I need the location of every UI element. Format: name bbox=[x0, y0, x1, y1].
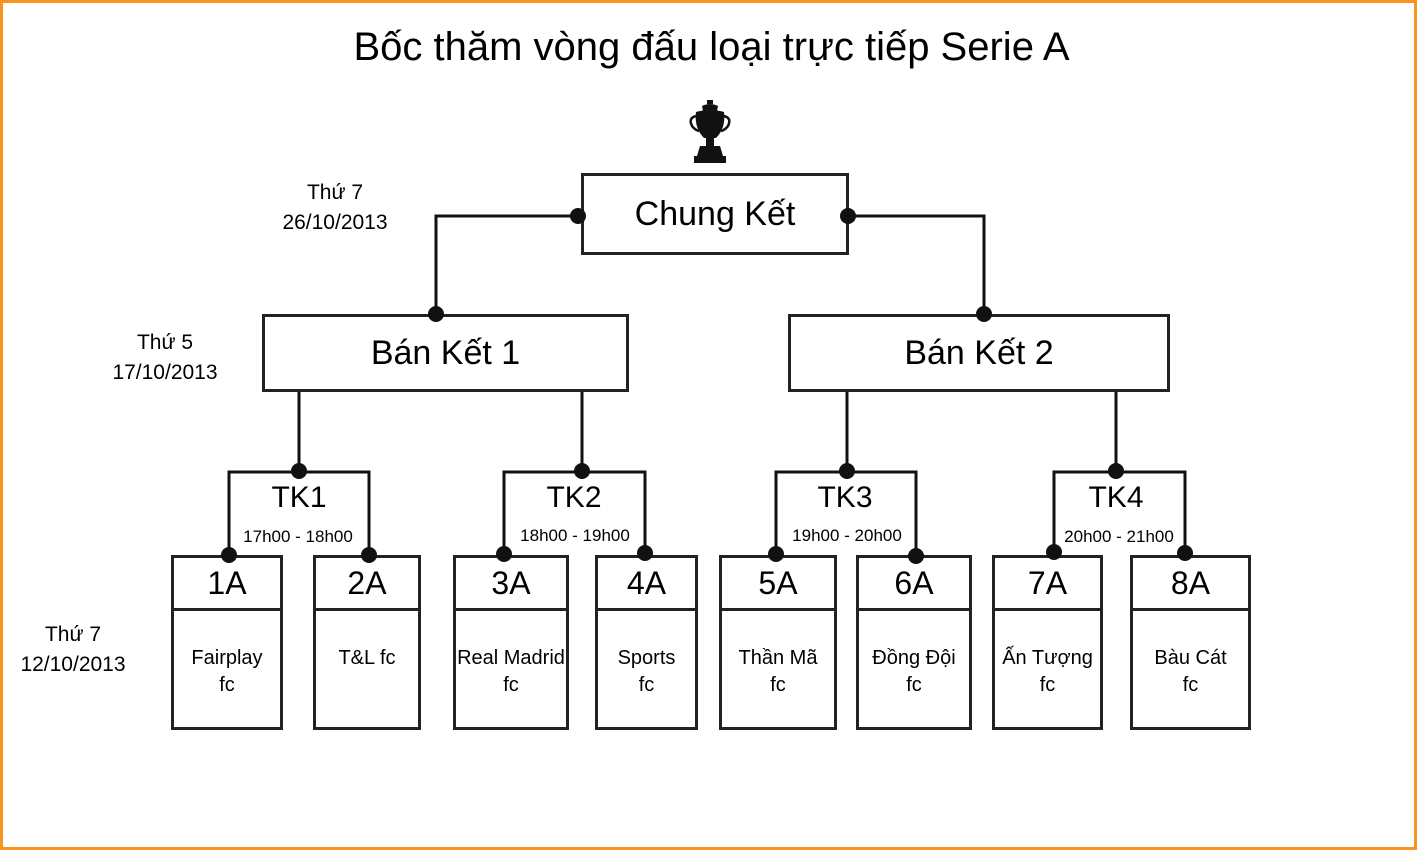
quarterfinal-1-time: 17h00 - 18h00 bbox=[243, 527, 353, 546]
connector-line bbox=[1052, 470, 1187, 555]
team-name-line: Real Madrid bbox=[457, 647, 565, 669]
connector-line bbox=[774, 470, 918, 555]
team-box-1a: 1A Fairplay fc bbox=[171, 555, 283, 730]
connector-dot bbox=[839, 463, 855, 479]
team-box-5a: 5A Thần Mã fc bbox=[719, 555, 837, 730]
round-day: Thứ 7 bbox=[44, 623, 102, 646]
semifinal-2-box: Bán Kết 2 bbox=[788, 314, 1170, 392]
semifinal-1-label: Bán Kết 1 bbox=[370, 333, 521, 372]
connector-dot bbox=[574, 463, 590, 479]
team-box-6a: 6A Đồng Đội fc bbox=[856, 555, 972, 730]
team-box-4a: 4A Sports fc bbox=[595, 555, 698, 730]
round-date: 17/10/2013 bbox=[112, 361, 218, 384]
connector-dot bbox=[570, 208, 586, 224]
team-name: Real Madrid fc bbox=[456, 611, 566, 699]
quarterfinal-3-time: 19h00 - 20h00 bbox=[792, 526, 902, 545]
team-name-line: Thần Mã bbox=[738, 647, 818, 669]
team-name: Thần Mã fc bbox=[722, 611, 834, 699]
quarterfinal-2-label: TK2 bbox=[546, 481, 602, 514]
team-name-line: fc bbox=[1182, 674, 1199, 696]
team-name-line: T&L fc bbox=[338, 647, 396, 669]
team-slot: 7A bbox=[995, 558, 1100, 611]
page-title: Bốc thăm vòng đấu loại trực tiếp Serie A bbox=[353, 25, 1070, 69]
round-date: 12/10/2013 bbox=[20, 653, 126, 676]
team-name-line: fc bbox=[906, 674, 922, 696]
quarterfinal-3-label: TK3 bbox=[817, 481, 873, 514]
team-name-line: fc bbox=[638, 674, 655, 696]
trophy-icon bbox=[689, 100, 731, 163]
connector-line bbox=[227, 470, 371, 555]
round-date-semifinal: Thứ 5 17/10/2013 bbox=[95, 328, 235, 388]
quarterfinal-4-time: 20h00 - 21h00 bbox=[1064, 527, 1174, 546]
final-label: Chung Kết bbox=[634, 194, 796, 233]
team-slot: 5A bbox=[722, 558, 834, 611]
quarterfinal-4-label: TK4 bbox=[1088, 481, 1144, 514]
team-name-line: fc bbox=[219, 674, 235, 696]
team-slot: 8A bbox=[1133, 558, 1248, 611]
team-slot: 4A bbox=[598, 558, 695, 611]
team-slot: 2A bbox=[316, 558, 418, 611]
team-name-line: Đồng Đội bbox=[872, 647, 956, 669]
connector-dot bbox=[291, 463, 307, 479]
connector-dot bbox=[496, 546, 512, 562]
team-name-line: fc bbox=[770, 674, 786, 696]
team-box-8a: 8A Bàu Cát fc bbox=[1130, 555, 1251, 730]
team-name-line: fc bbox=[503, 674, 519, 696]
round-date-final: Thứ 7 26/10/2013 bbox=[265, 178, 405, 238]
team-box-7a: 7A Ấn Tượng fc bbox=[992, 555, 1103, 730]
bracket-connectors bbox=[221, 208, 1193, 564]
connector-line bbox=[848, 214, 986, 316]
round-day: Thứ 5 bbox=[136, 331, 194, 354]
team-name-line: Sports bbox=[617, 647, 676, 669]
connector-dot bbox=[908, 548, 924, 564]
connector-dot bbox=[428, 306, 444, 322]
team-slot: 1A bbox=[174, 558, 280, 611]
connector-dot bbox=[1046, 544, 1062, 560]
team-name-line: fc bbox=[1039, 674, 1056, 696]
final-box: Chung Kết bbox=[581, 173, 849, 255]
team-slot: 3A bbox=[456, 558, 566, 611]
connector-dot bbox=[1108, 463, 1124, 479]
connector-dot bbox=[637, 545, 653, 561]
connector-line bbox=[502, 470, 647, 555]
quarterfinal-2-time: 18h00 - 19h00 bbox=[520, 526, 630, 545]
quarterfinal-1-label: TK1 bbox=[271, 481, 327, 514]
team-name: Fairplay fc bbox=[174, 611, 280, 699]
team-name-line: Bàu Cát bbox=[1154, 647, 1227, 669]
connector-dot bbox=[840, 208, 856, 224]
connector-dot bbox=[768, 546, 784, 562]
round-date: 26/10/2013 bbox=[282, 211, 388, 234]
connector-dot bbox=[1177, 545, 1193, 561]
team-box-2a: 2A T&L fc bbox=[313, 555, 421, 730]
connector-dot bbox=[976, 306, 992, 322]
semifinal-1-box: Bán Kết 1 bbox=[262, 314, 629, 392]
team-name: T&L fc bbox=[316, 611, 418, 672]
team-name: Ấn Tượng fc bbox=[995, 611, 1100, 699]
round-day: Thứ 7 bbox=[306, 181, 364, 204]
connector-line bbox=[434, 214, 578, 316]
round-date-quarterfinal: Thứ 7 12/10/2013 bbox=[3, 620, 143, 680]
team-name-line: Fairplay bbox=[191, 647, 263, 669]
semifinal-2-label: Bán Kết 2 bbox=[904, 333, 1054, 372]
connector-dot bbox=[361, 547, 377, 563]
team-name: Sports fc bbox=[598, 611, 695, 699]
team-box-3a: 3A Real Madrid fc bbox=[453, 555, 569, 730]
team-name-line: Ấn Tượng bbox=[1002, 647, 1093, 669]
team-name: Đồng Đội fc bbox=[859, 611, 969, 699]
connector-dot bbox=[221, 547, 237, 563]
team-slot: 6A bbox=[859, 558, 969, 611]
team-name: Bàu Cát fc bbox=[1133, 611, 1248, 699]
